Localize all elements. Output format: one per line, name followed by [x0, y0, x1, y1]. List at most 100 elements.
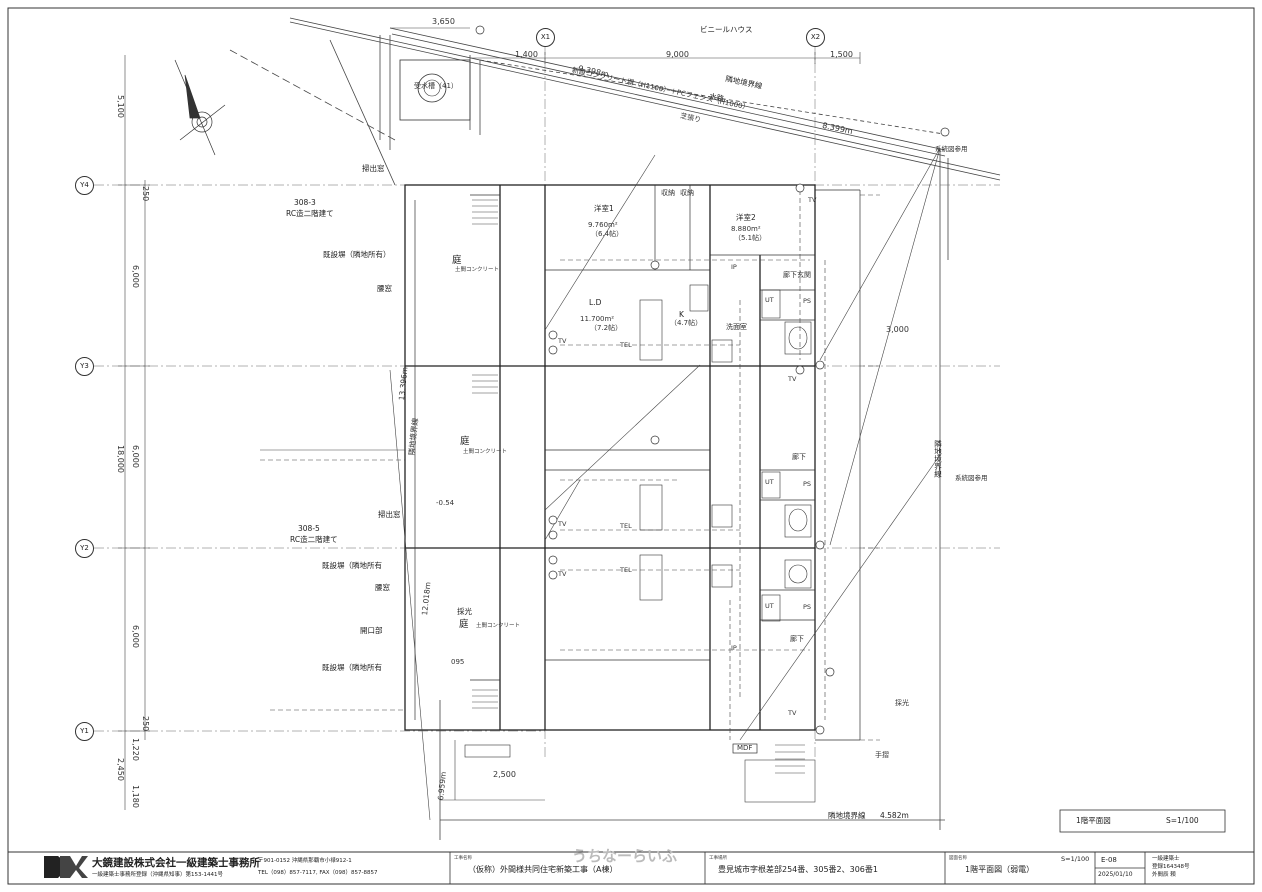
drawing-scale: S=1/100 [1061, 855, 1090, 863]
western-room-2-area: 8.880m² [731, 225, 761, 233]
dim-5100: 5,100 [116, 95, 125, 118]
north-arrow-icon [174, 59, 226, 156]
ps-1: PS [803, 297, 812, 305]
kitchen-jo: （4.7帖） [670, 319, 703, 327]
western-room-1-area: 9.760m² [588, 221, 618, 229]
company-name: 大鏡建設株式会社一級建築士事務所 [92, 857, 260, 869]
grid-lines [94, 45, 1000, 760]
closet-1: 収納 [661, 189, 675, 197]
neighbor-308-3: 308-3 [294, 198, 316, 207]
drawing-date: 2025/01/10 [1098, 871, 1133, 878]
ps-2: PS [803, 480, 812, 488]
living-dining-area: 11.700m² [580, 315, 615, 323]
existing-wall-1: 既設塀（隣地所有） [323, 250, 391, 259]
water-tank-outline [399, 59, 471, 121]
dim-2450: 2,450 [116, 758, 125, 781]
greenhouse-label: ビニールハウス [700, 25, 753, 34]
tv-outlet-6: TV [788, 709, 797, 717]
sweep-window-label-2: 掃出窓 [378, 510, 401, 519]
tel-outlet-1: TEL [620, 341, 632, 349]
garden-3: 庭 [459, 619, 469, 630]
top-dimension-lines [390, 27, 861, 64]
tv-outlet-3: TV [558, 570, 567, 578]
tv-outlet-1: TV [558, 337, 567, 345]
dim-3000: 3,000 [886, 325, 909, 334]
sheet-border [7, 7, 1255, 885]
tv-outlet-5: TV [788, 375, 797, 383]
stairs [472, 199, 805, 774]
tv-outlet-2: TV [558, 520, 567, 528]
level-095: 095 [451, 658, 465, 666]
dim-250-bottom: 250 [141, 716, 150, 732]
site-lines [229, 17, 1001, 830]
sheet-number: E-08 [1101, 856, 1117, 864]
dim-9000: 9,000 [666, 50, 689, 59]
grid-marker-y2: Y2 [75, 539, 94, 558]
boundary-right-label: 隣地境界線 [933, 440, 943, 478]
ip-2: IP [731, 644, 737, 652]
company-logo-icon [44, 856, 88, 878]
neighbor-308-3-type: RC造二階建て [286, 209, 334, 218]
outlet-symbols [475, 25, 950, 735]
washroom: 洗面室 [726, 323, 747, 331]
project-name: （仮称）外間様共同住宅新築工事（A棟） [468, 865, 618, 874]
hallway-2: 廊下 [792, 453, 806, 461]
wiring [260, 190, 880, 741]
fixtures [639, 284, 812, 622]
project-head: 工事名称 [454, 856, 472, 861]
plan-label: 1階平面図 [1076, 816, 1111, 825]
water-tank-label: 受水槽（41） [414, 82, 458, 90]
neighbor-308-5-type: RC造二階建て [290, 535, 338, 544]
dim-18000: 18,000 [116, 445, 125, 473]
garden-1: 庭 [452, 255, 462, 266]
architect-name: 外間辰 頼 [1152, 872, 1176, 878]
dim-250-top: 250 [141, 186, 150, 202]
dim-1500: 1,500 [830, 50, 853, 59]
garden-2: 庭 [460, 436, 470, 447]
mdf-box: MDF [737, 744, 753, 752]
leader-lines [260, 147, 941, 821]
ut-2: UT [765, 478, 774, 486]
living-dining-jo: （7.2帖） [590, 324, 623, 332]
ut-3: UT [765, 602, 774, 610]
project-location: 豊見城市字根差部254番、305番2、306番1 [718, 865, 878, 874]
lighting-right: 採光 [895, 699, 909, 707]
location-head: 工事場所 [709, 856, 727, 861]
existing-wall-2: 既設塀（隣地所有 [322, 561, 382, 570]
lighting-label: 採光 [457, 607, 472, 616]
dim-6000-c: 6,000 [131, 625, 140, 648]
building-walls [404, 184, 816, 731]
ip-1: IP [731, 263, 737, 271]
boundary-bottom-label: 隣地境界線 [828, 811, 866, 820]
grid-marker-y1: Y1 [75, 722, 94, 741]
title-block-dividers [449, 852, 1146, 884]
western-room-2: 洋室2 [736, 213, 756, 222]
dim-3650: 3,650 [432, 17, 455, 26]
dim-1220: 1,220 [131, 738, 140, 761]
dim-6000-b: 6,000 [131, 445, 140, 468]
ut-1: UT [765, 296, 774, 304]
drawing-head: 図面名称 [949, 856, 967, 861]
dim-1180: 1,180 [131, 785, 140, 808]
tel-outlet-3: TEL [620, 566, 632, 574]
entrance: 玄関 [797, 271, 811, 279]
existing-wall-3: 既設塀（隣地所有 [322, 663, 382, 672]
western-room-2-jo: （5.1帖） [734, 234, 767, 242]
grid-marker-x2: X2 [806, 28, 825, 47]
western-room-1: 洋室1 [594, 204, 614, 213]
left-dimension-lines [118, 55, 150, 810]
ps-3: PS [803, 603, 812, 611]
hallway-3: 廊下 [790, 635, 804, 643]
garden-1-floor: 土間コンクリート [455, 267, 500, 273]
line-4582: 4.582m [880, 811, 909, 820]
western-room-1-jo: （6.4帖） [591, 230, 624, 238]
garden-2-floor: 土間コンクリート [463, 449, 508, 455]
plan-label-box [1059, 809, 1226, 833]
hallway-1: 廊下 [783, 271, 797, 279]
tel-outlet-2: TEL [620, 522, 632, 530]
grid-marker-y3: Y3 [75, 357, 94, 376]
grid-marker-y4: Y4 [75, 176, 94, 195]
dim-2500: 2,500 [493, 770, 516, 779]
company-registration: 一級建築士事務所登録（沖縄県知事）第153-1441号 [92, 872, 223, 878]
